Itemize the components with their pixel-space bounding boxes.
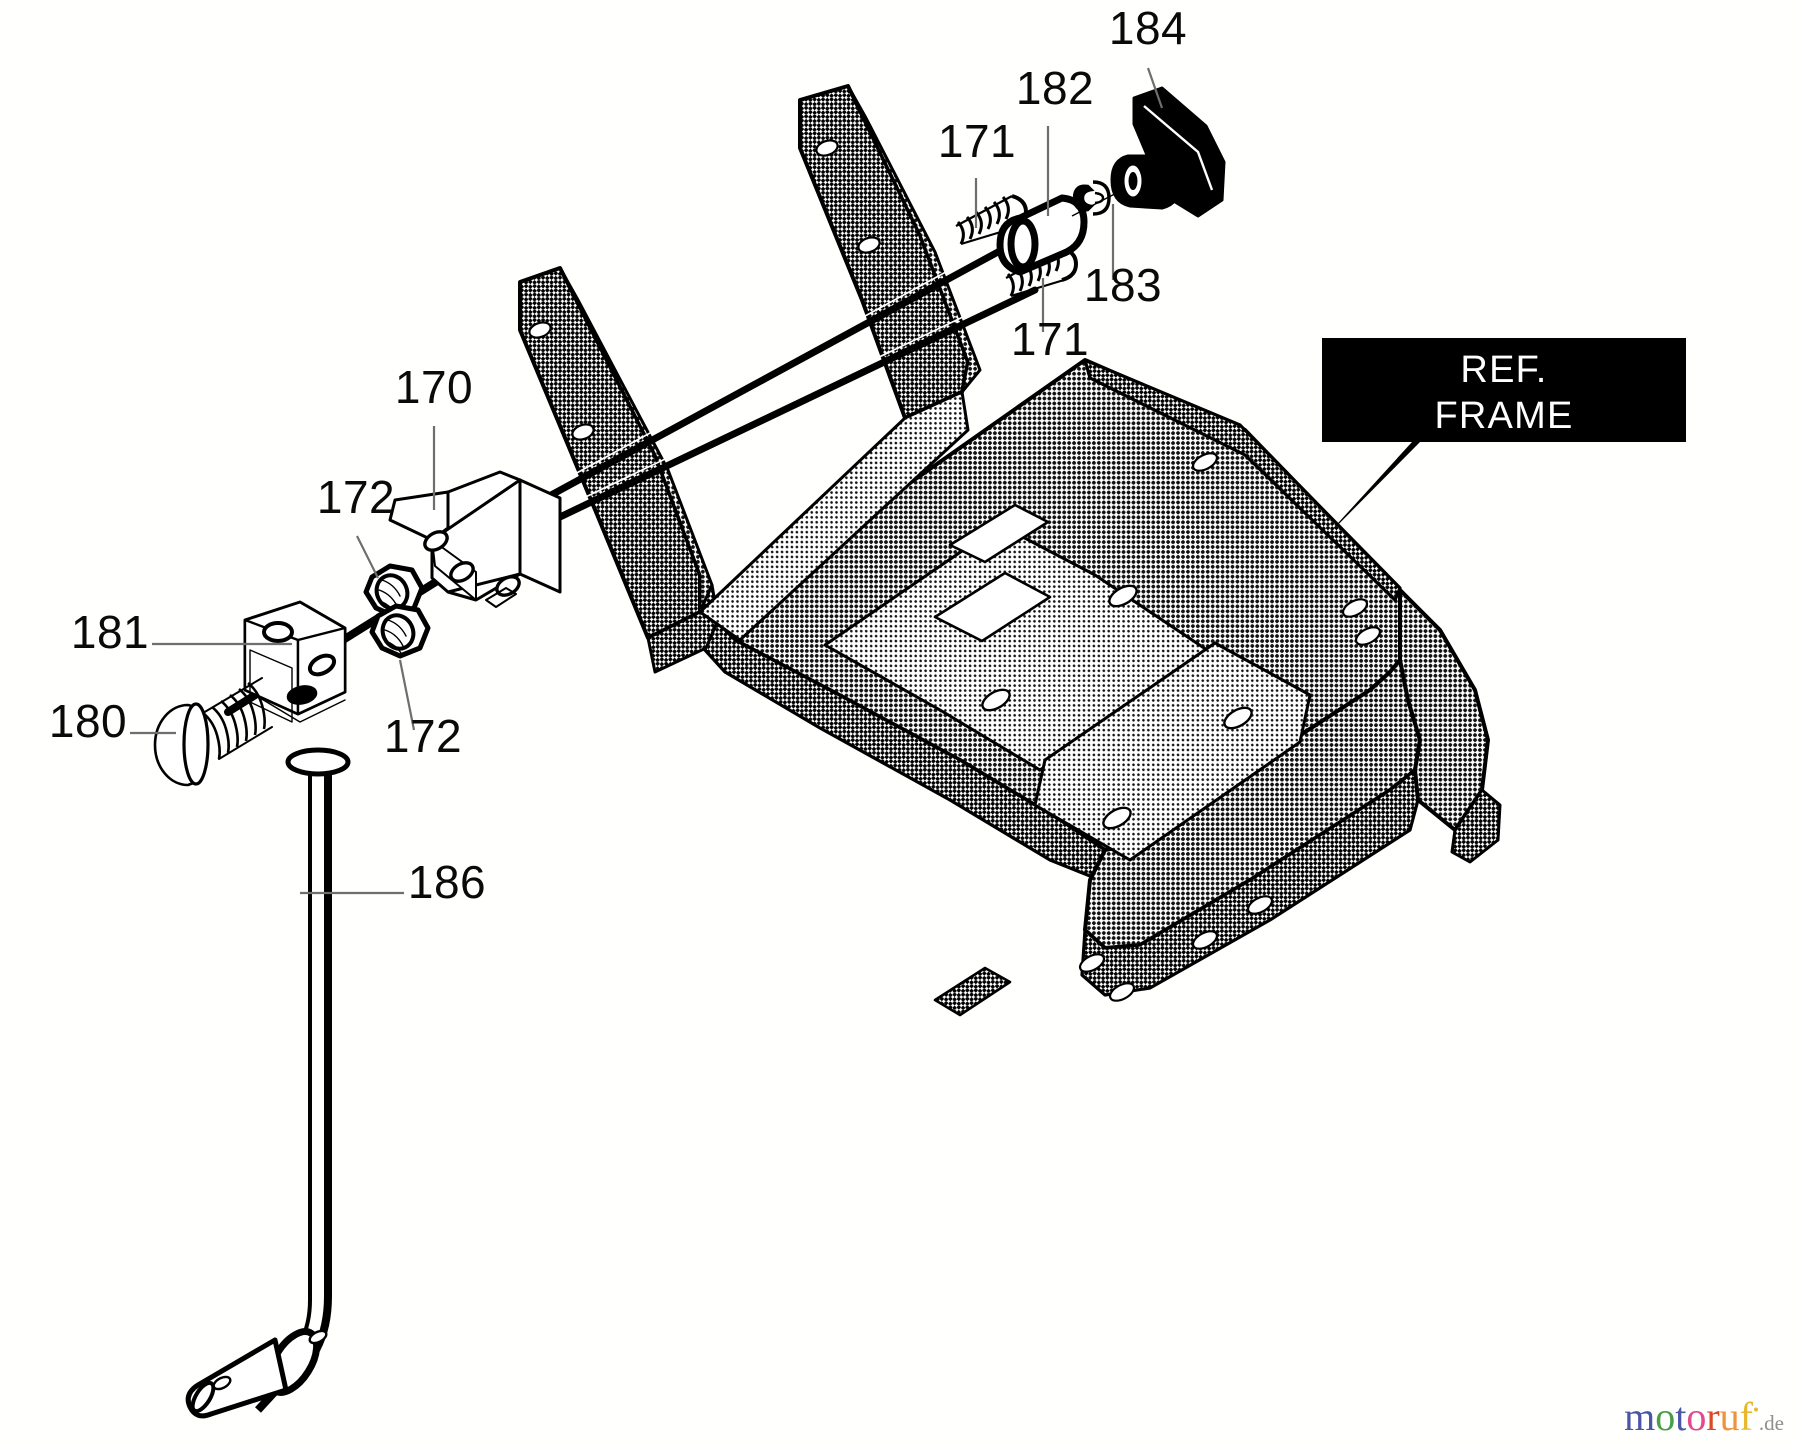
frame-hole-plate-c — [1223, 706, 1253, 730]
frame-notch-nub — [933, 966, 1012, 1017]
callout-172-upper: 172 — [317, 471, 395, 523]
leader-lines — [130, 67, 1164, 895]
callout-170: 170 — [395, 361, 473, 413]
rod-upper — [516, 236, 1024, 516]
part-184-t-handle-knob — [1110, 86, 1226, 218]
part-183-retaining-clip — [1071, 180, 1139, 217]
watermark-dot-icon: • — [1752, 1400, 1759, 1420]
clip-183-outer-arc — [1092, 180, 1111, 216]
watermark-letter-t: t — [1675, 1394, 1687, 1439]
knob-184-bore-inner — [1128, 172, 1138, 190]
left-pillar-hole-mid — [571, 423, 595, 441]
leader-172-upper — [356, 535, 379, 579]
right-pillar-hole-top — [815, 139, 839, 157]
watermark-tld: .de — [1758, 1411, 1784, 1435]
watermark-letter-r: r — [1706, 1394, 1720, 1439]
frame-hole-plate-b — [981, 688, 1011, 712]
bolt-180-head-rim — [182, 702, 210, 786]
bracket-170-eyelet-b — [449, 561, 475, 583]
bracket-181-bottom-lip — [254, 694, 346, 723]
bracket-181-lower-hole — [286, 685, 318, 705]
site-watermark: motoruf•.de — [1624, 1397, 1784, 1437]
ref-frame-box — [1322, 338, 1686, 442]
frame-assembly — [518, 84, 1502, 1017]
part-186-lift-rod — [185, 747, 351, 1419]
bracket-170-tab — [485, 587, 517, 608]
rod-186-pin-hole — [212, 1375, 232, 1391]
watermark-letter-o1: o — [1655, 1394, 1676, 1439]
bracket-170-side-flange — [518, 478, 562, 594]
knob-184-blade-highlight — [1143, 105, 1214, 191]
frame-hole-plate-a — [1108, 584, 1138, 608]
part-180-carriage-bolt — [153, 677, 273, 787]
frame-hole-plate-d — [1102, 806, 1132, 830]
rod-upper-highlight — [515, 235, 1013, 507]
callout-labels: 184 182 171 183 171 170 172 181 180 172 … — [49, 2, 1187, 908]
watermark-letter-f: f — [1739, 1394, 1753, 1439]
frame-rear-tab — [1450, 788, 1502, 864]
watermark-letter-o2: o — [1686, 1394, 1707, 1439]
bracket-181-shank-hole — [307, 653, 337, 677]
watermark-letter-m: m — [1624, 1394, 1656, 1439]
callout-186: 186 — [408, 856, 486, 908]
callout-181: 181 — [71, 606, 149, 658]
callout-172-lower: 172 — [384, 710, 462, 762]
nut-172-lower-bore — [380, 613, 416, 651]
bracket-181-top-hole — [262, 621, 294, 643]
frame-hole-c — [1354, 626, 1382, 646]
rod-lower — [466, 286, 1039, 564]
left-pillar-hole-top — [528, 321, 552, 339]
frame-slot-cutout — [948, 503, 1050, 564]
frame-cross-rail — [698, 390, 970, 642]
ref-frame-line2: FRAME — [1435, 395, 1574, 437]
frame-right-pillar-face — [846, 84, 982, 394]
frame-reinforcement-plate-lower — [1033, 641, 1312, 862]
frame-hole-g — [1108, 982, 1136, 1002]
bolt-180-threads — [202, 681, 266, 760]
frame-top-edge-flange — [1083, 358, 1402, 602]
nut-172-lower-thread-lines — [384, 619, 407, 654]
ref-frame-callout: REF. FRAME — [1318, 338, 1686, 545]
callout-184: 184 — [1109, 2, 1187, 54]
rod-186-bend-hole — [308, 1329, 328, 1345]
callout-180: 180 — [49, 695, 127, 747]
leader-184 — [1146, 67, 1164, 109]
bushing-182-bore — [1007, 217, 1039, 271]
leader-172-lower — [398, 659, 416, 731]
ref-frame-line1: REF. — [1460, 349, 1547, 391]
rod-186-end-pin-face — [190, 1380, 216, 1414]
frame-hole-b — [1341, 598, 1369, 618]
frame-hole-a — [1191, 452, 1219, 472]
right-pillar-hole-mid — [857, 236, 881, 254]
frame-hole-d — [1246, 895, 1274, 915]
part-172-hex-nut-lower — [369, 603, 431, 659]
rod-186-head-disc — [285, 747, 351, 777]
bolt-180-thread-edges — [202, 677, 273, 760]
callout-171-lower: 171 — [1011, 313, 1089, 365]
callout-183: 183 — [1084, 259, 1162, 311]
bushing-182-far-rim — [1060, 195, 1088, 257]
knob-184-blade — [1132, 86, 1226, 218]
frame-hole-f — [1078, 953, 1106, 973]
callout-171-upper: 171 — [938, 115, 1016, 167]
bracket-170-eyelet-a — [423, 530, 449, 552]
frame-hole-e — [1191, 930, 1219, 950]
callout-182: 182 — [1016, 62, 1094, 114]
frame-slot-cutout-2 — [933, 571, 1052, 643]
frame-rear-corner — [1398, 588, 1490, 832]
watermark-letter-u: u — [1719, 1394, 1740, 1439]
